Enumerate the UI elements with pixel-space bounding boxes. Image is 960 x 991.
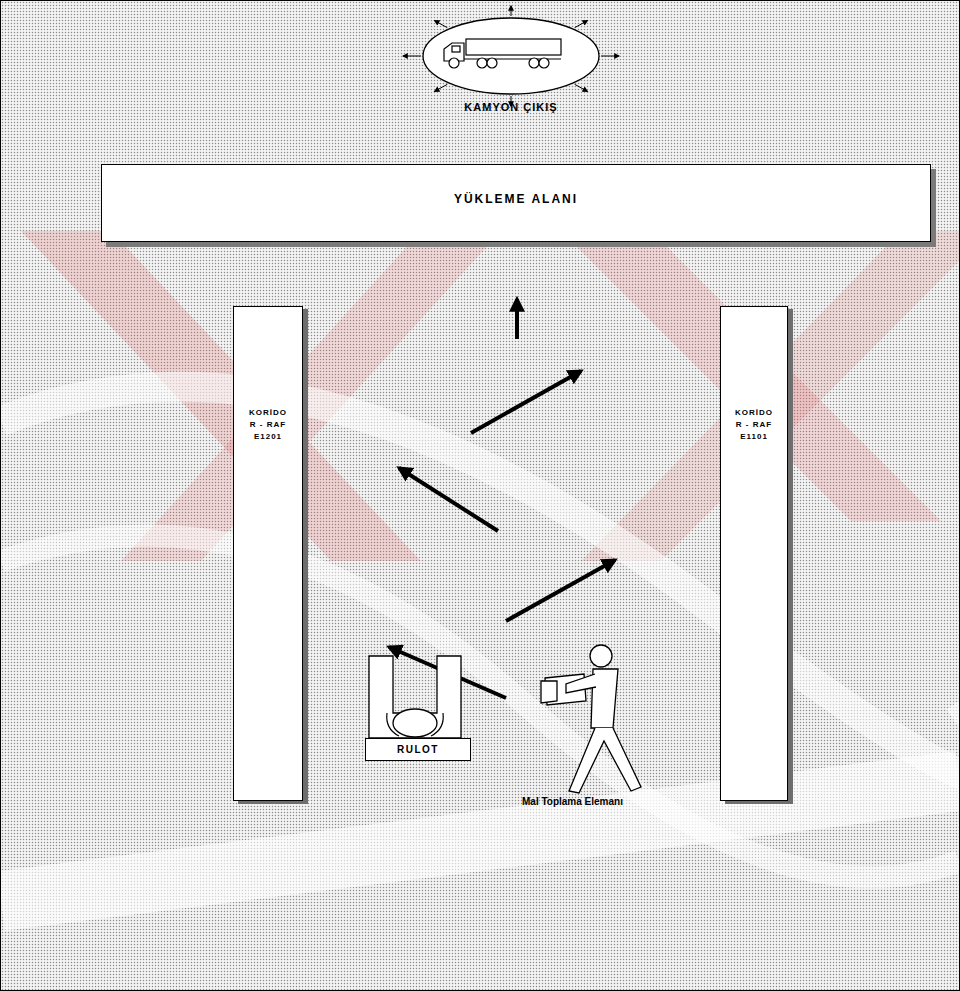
figure-head (590, 645, 612, 667)
loading-area-band: YÜKLEME ALANI (101, 164, 931, 242)
truck-trailer (466, 39, 561, 55)
node-text: KAMYON ÇIKIŞ (406, 101, 616, 113)
truck-wheel (529, 58, 539, 68)
node-text: KORİDO R - RAF E1101 (733, 407, 775, 443)
truck-window (452, 46, 460, 52)
figure-legs (569, 728, 641, 793)
picker-figure (541, 645, 641, 793)
ellipse-shape (423, 18, 599, 94)
carried-box (541, 681, 557, 703)
cart-label-box: RULOT (365, 738, 471, 761)
ellipse-outline (406, 13, 616, 103)
radiating-arrow (575, 84, 588, 91)
rack-aisle-box: KORİDO R - RAF E1201 (233, 306, 303, 801)
picker-label: Mal Toplama Elemanı (522, 796, 623, 807)
watermark-swoosh (1, 781, 959, 901)
node-text: KORİDO R - RAF E1201 (247, 407, 289, 443)
cart-frame (369, 656, 461, 738)
flow-arrow (471, 371, 581, 433)
truck-exit-ellipse: KAMYON ÇIKIŞ (406, 13, 616, 113)
truck-symbol (444, 39, 561, 68)
truck-wheel (487, 58, 497, 68)
cart-arc (431, 713, 443, 736)
truck-wheel (477, 58, 487, 68)
flow-arrow (515, 299, 519, 339)
watermark-swoosh (1, 387, 959, 781)
node-text: YÜKLEME ALANI (102, 192, 930, 206)
radiating-arrow (575, 21, 588, 28)
radiating-arrow (435, 84, 448, 91)
node-text: RULOT (366, 744, 470, 755)
rack-aisle-box: KORİDO R - RAF E1101 (720, 306, 788, 801)
radiating-arrow (601, 56, 619, 57)
cart-arc (387, 713, 399, 736)
flow-arrow (399, 468, 498, 531)
truck-wheel (449, 58, 459, 68)
radiating-arrow (435, 21, 448, 28)
radiating-arrow (403, 56, 421, 57)
truck-wheel (539, 58, 549, 68)
flow-arrow (506, 560, 615, 621)
cart-wheel (393, 709, 437, 737)
radiating-arrow (511, 6, 512, 16)
figure-arm (566, 674, 596, 693)
